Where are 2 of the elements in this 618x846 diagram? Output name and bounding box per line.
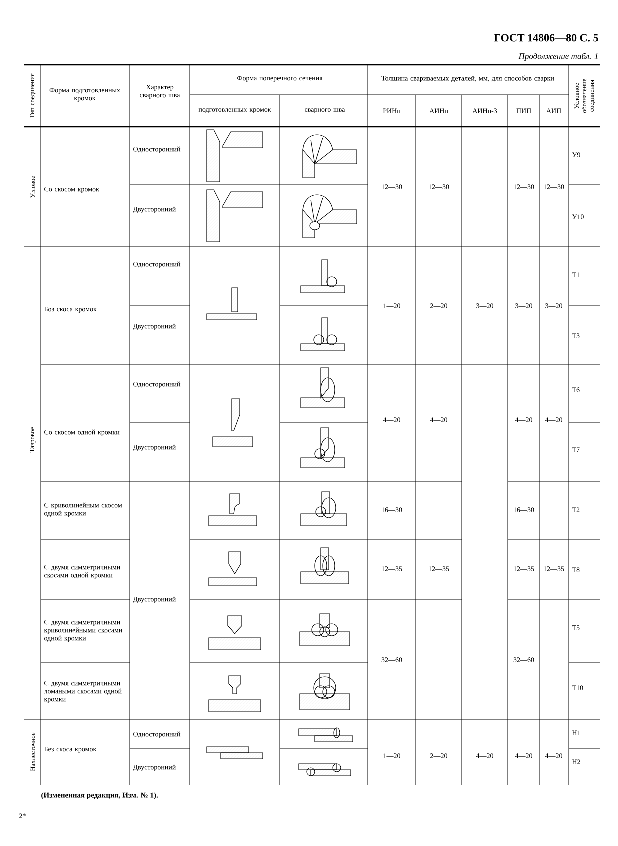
table-continuation-note: Продолжение табл. 1	[518, 53, 598, 61]
page-heading: ГОСТ 14806—80 С. 5	[494, 34, 598, 42]
